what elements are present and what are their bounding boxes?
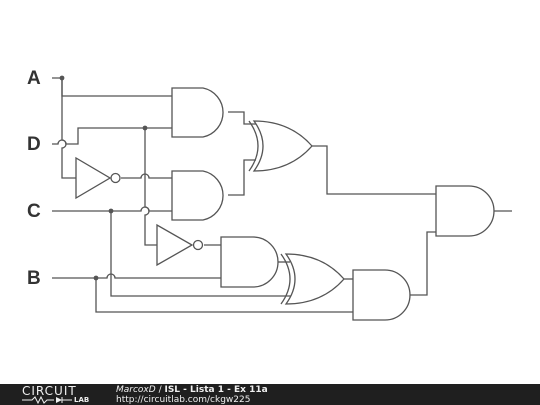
author-name[interactable]: MarcoxD: [116, 385, 156, 395]
and-gate: [220, 236, 279, 288]
wire-a-to-not1: [61, 78, 77, 179]
wire-and2-to-or1: [228, 159, 256, 196]
footer-bar: CIRCUIT LAB MarcoxD / ISL - Lista 1 - Ex…: [0, 384, 540, 405]
junction-dot: [59, 75, 65, 81]
or-gate: [252, 120, 313, 172]
wire-d-to-and1: [52, 127, 172, 145]
junctions: [59, 75, 148, 281]
logo-text-circuit: CIRCUIT: [22, 384, 77, 398]
not-gate-bubble: [110, 172, 121, 184]
wire-and4-to-and5: [410, 231, 436, 296]
wire-c-to-and2: [52, 206, 172, 212]
wire-b-to-and3: [52, 273, 221, 279]
wires: [52, 77, 512, 313]
or-gate-back-curve: [280, 253, 291, 305]
and-gate: [171, 87, 224, 138]
circuit-title: ISL - Lista 1 - Ex 11a: [164, 385, 268, 395]
input-label-a: A: [27, 68, 41, 89]
wire-b-to-and4: [95, 278, 353, 313]
circuit-schematic: A D C B: [27, 68, 512, 321]
input-label-d: D: [27, 134, 41, 155]
or-gate-back-curve: [248, 120, 259, 172]
circuit-info: MarcoxD / ISL - Lista 1 - Ex 11a http://…: [116, 385, 268, 405]
and-gate: [435, 185, 495, 237]
input-label-c: C: [27, 201, 41, 222]
not-gate: [156, 223, 194, 267]
and-gate: [352, 269, 411, 321]
wire-c-to-not2: [144, 128, 158, 246]
wire-and1-to-or1: [228, 111, 256, 125]
circuitlab-logo[interactable]: CIRCUIT LAB: [22, 384, 94, 405]
not-gate: [75, 156, 112, 200]
or-gate: [284, 253, 345, 305]
input-label-b: B: [27, 268, 41, 289]
circuit-title-line: MarcoxD / ISL - Lista 1 - Ex 11a: [116, 385, 268, 395]
junction-dot: [93, 275, 99, 281]
and-gate: [171, 170, 224, 221]
junction-dot: [142, 125, 148, 131]
resistor-wave-icon: [22, 396, 72, 404]
wire-a-to-and1: [52, 77, 172, 97]
junction-dot: [108, 208, 114, 214]
wire-not1-to-and2: [121, 173, 172, 179]
circuit-url[interactable]: http://circuitlab.com/ckgw225: [116, 395, 251, 405]
logo-text-lab: LAB: [74, 396, 90, 404]
wire-or1-to-and5: [312, 145, 436, 195]
title-separator: /: [155, 385, 165, 395]
not-gate-bubble: [192, 239, 204, 251]
wire-c-to-or2: [110, 211, 292, 297]
gates: [75, 87, 495, 321]
